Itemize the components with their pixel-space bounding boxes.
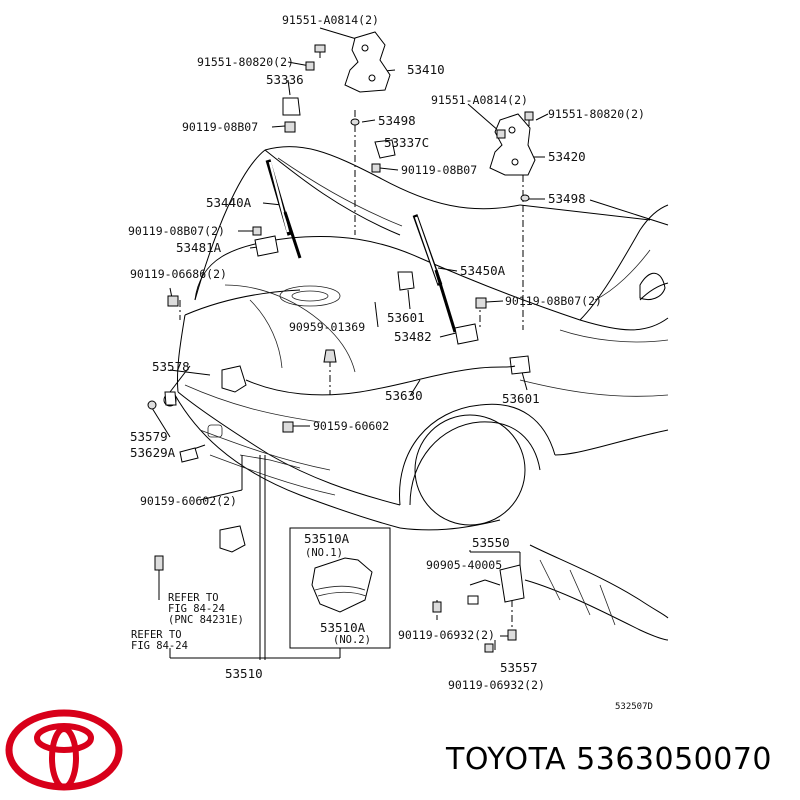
part-label: (NO.1) xyxy=(305,547,343,559)
part-label: 53420 xyxy=(548,149,586,164)
part-label: FIG 84-24 xyxy=(131,640,188,652)
part-label: 90119-06932(2) xyxy=(448,678,545,692)
part-label: 90119-08B07 xyxy=(182,120,258,134)
part-label: 53510 xyxy=(225,666,263,681)
part-label: 90119-08B07(2) xyxy=(505,294,602,308)
part-label: 90119-08B07(2) xyxy=(128,224,225,238)
part-label: 53410 xyxy=(407,62,445,77)
part-label: 53482 xyxy=(394,329,432,344)
part-label: REFER TO xyxy=(131,629,182,641)
car-body-drawing xyxy=(163,146,669,531)
part-label: FIG 84-24 xyxy=(168,603,225,615)
part-label: 53629A xyxy=(130,445,176,460)
part-label: 91551-80820(2) xyxy=(197,55,294,69)
part-label: 53550 xyxy=(472,535,510,550)
diagram-code: 532507D xyxy=(615,702,653,710)
part-label: 53498 xyxy=(548,191,586,206)
part-label: 91551-A0814(2) xyxy=(282,13,379,27)
part-label: 90905-40005 xyxy=(426,558,502,572)
part-label: 53601 xyxy=(387,310,425,325)
toyota-logo-icon xyxy=(5,709,123,791)
part-label: 90159-60602 xyxy=(313,419,389,433)
part-labels: 91551-A0814(2) 91551-80820(2) 53336 5341… xyxy=(128,13,653,710)
part-label: 90119-06932(2) xyxy=(398,628,495,642)
part-label: 53450A xyxy=(460,263,506,278)
part-label: 53630 xyxy=(385,388,423,403)
part-label: 53498 xyxy=(378,113,416,128)
part-label: 53579 xyxy=(130,429,168,444)
hood-parts-diagram: 91551-A0814(2) 91551-80820(2) 53336 5341… xyxy=(128,13,669,710)
part-label: 53510A xyxy=(304,531,350,546)
part-label: 90119-06686(2) xyxy=(130,267,227,281)
part-label: 53337C xyxy=(384,135,429,150)
part-label: (PNC 84231E) xyxy=(168,614,244,626)
part-label: 90159-60602(2) xyxy=(140,494,237,508)
parts-drawings xyxy=(147,31,669,653)
part-label: (NO.2) xyxy=(333,634,371,646)
part-label: 53481A xyxy=(176,240,222,255)
part-label: 91551-80820(2) xyxy=(548,107,645,121)
part-label: REFER TO xyxy=(168,592,219,604)
part-label: 53510A xyxy=(320,620,366,635)
part-label: 53578 xyxy=(152,359,190,374)
part-label: 91551-A0814(2) xyxy=(431,93,528,107)
part-label: 90959-01369 xyxy=(289,320,365,334)
part-label: 53601 xyxy=(502,391,540,406)
part-label: 53336 xyxy=(266,72,304,87)
part-label: 53557 xyxy=(500,660,538,675)
part-label: 53440A xyxy=(206,195,252,210)
part-number-title: TOYOTA 5363050070 xyxy=(446,742,773,777)
part-label: 90119-08B07 xyxy=(401,163,477,177)
